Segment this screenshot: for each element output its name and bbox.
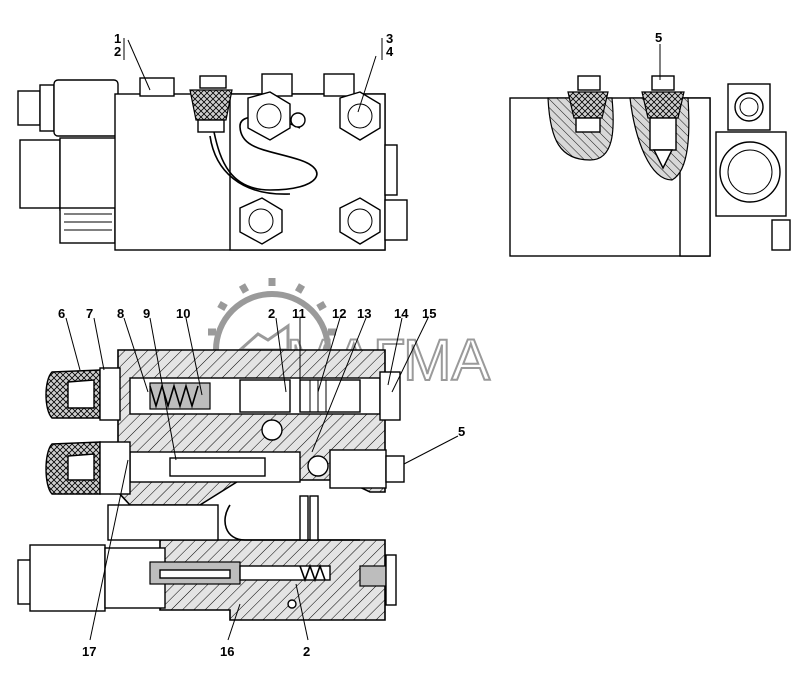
callout-2-bottom: 2 [303, 644, 310, 659]
callout-4: 4 [386, 44, 394, 59]
view-exterior-front: 1 2 3 4 [17, 31, 408, 251]
callout-5-top: 5 [655, 30, 662, 45]
callout-11: 11 [292, 306, 306, 321]
callout-2-section: 2 [268, 306, 275, 321]
section-leaders [65, 317, 459, 641]
callout-15: 15 [422, 306, 436, 321]
callout-9: 9 [143, 306, 150, 321]
callout-10: 10 [176, 306, 190, 321]
callout-3: 3 [386, 31, 393, 46]
callout-7: 7 [86, 306, 93, 321]
callout-13: 13 [357, 306, 371, 321]
callout-14: 14 [394, 306, 409, 321]
callout-17: 17 [82, 644, 96, 659]
callout-6: 6 [58, 306, 65, 321]
view-exterior-side: 5 [509, 30, 791, 257]
view-section: 6 7 8 9 10 2 11 12 13 14 15 5 17 16 2 [17, 306, 465, 659]
callout-5-section: 5 [458, 424, 465, 439]
callout-16: 16 [220, 644, 234, 659]
callout-12: 12 [332, 306, 346, 321]
callout-2: 2 [114, 44, 121, 59]
callout-1: 1 [114, 31, 121, 46]
callout-8: 8 [117, 306, 124, 321]
